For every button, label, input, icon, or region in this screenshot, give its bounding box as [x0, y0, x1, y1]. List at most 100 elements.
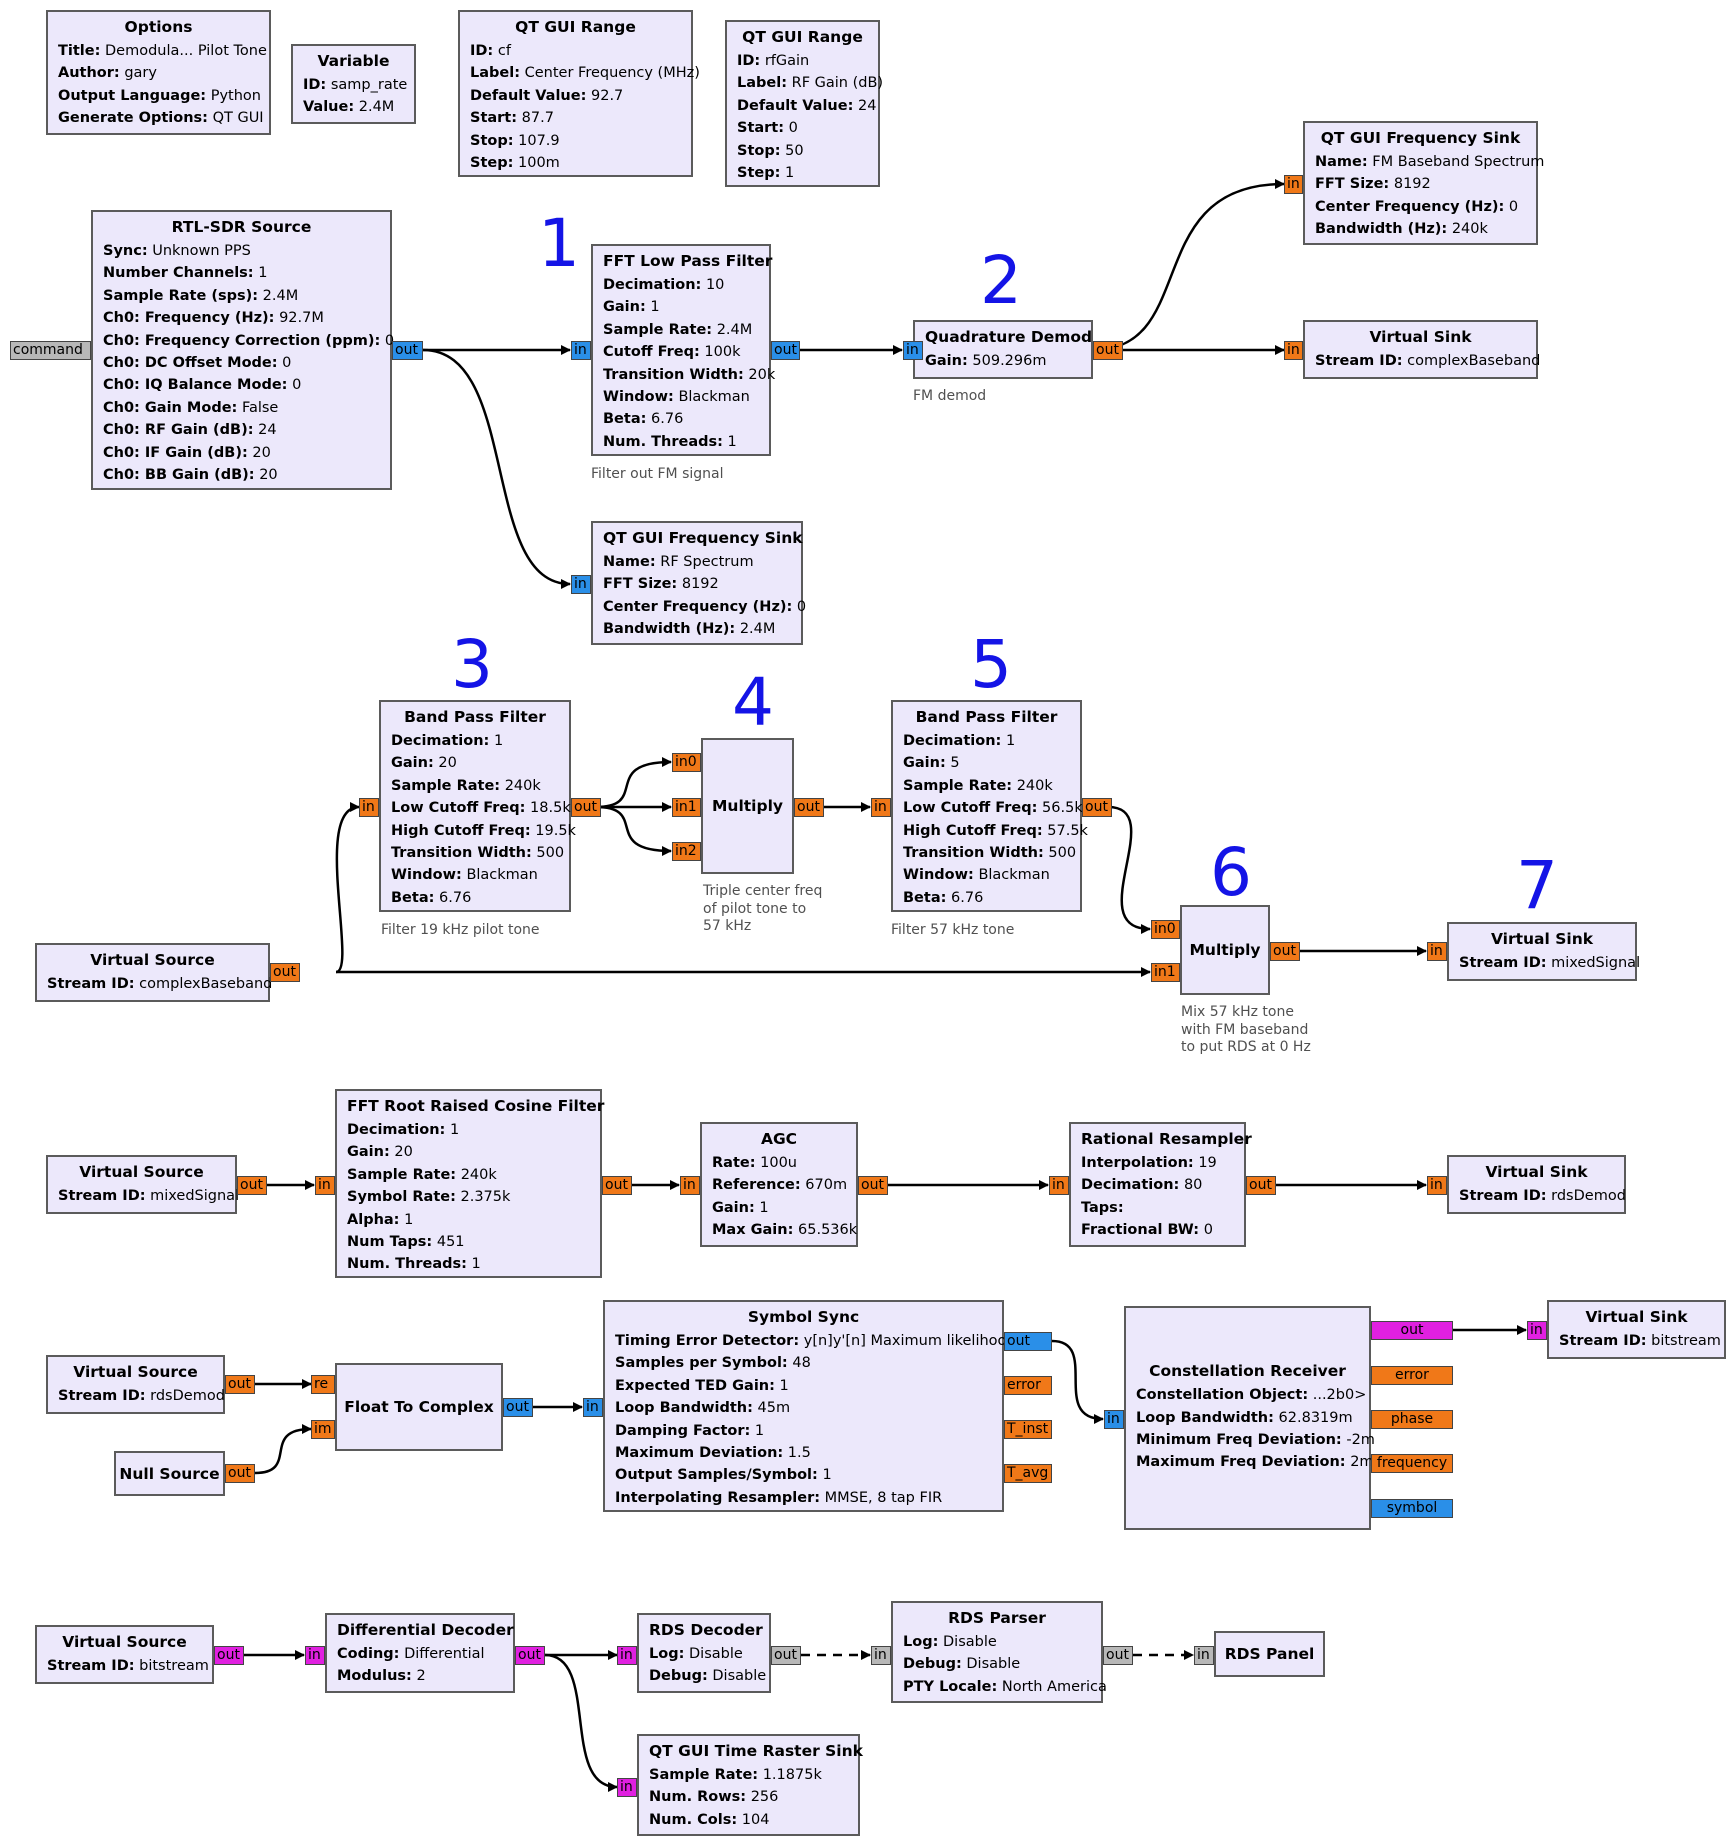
- vsink-bits-in-port[interactable]: in: [1527, 1321, 1547, 1340]
- rrc-in-port[interactable]: in: [315, 1176, 335, 1195]
- vsrc-cb-out-port[interactable]: out: [270, 963, 300, 982]
- null-source-block[interactable]: Null Source: [114, 1451, 225, 1496]
- const-out-port[interactable]: out: [1371, 1321, 1453, 1340]
- vsrc-mixed-out-port[interactable]: out: [237, 1176, 267, 1195]
- command-port[interactable]: command: [10, 341, 91, 360]
- multiply-triple-block[interactable]: Multiply: [701, 738, 794, 874]
- f2c-re-port[interactable]: re: [311, 1375, 335, 1394]
- const-phase-port[interactable]: phase: [1371, 1410, 1453, 1429]
- const-in-port[interactable]: in: [1104, 1410, 1124, 1429]
- mult1-in1-port[interactable]: in1: [672, 798, 701, 817]
- vsink-mixed-in-port[interactable]: in: [1427, 942, 1447, 961]
- float-to-complex-block[interactable]: Float To Complex: [335, 1363, 503, 1451]
- param-value: 100u: [760, 1155, 797, 1171]
- symsync-tavg-port[interactable]: T_avg: [1004, 1464, 1052, 1483]
- rdsdec-out-port[interactable]: out: [771, 1646, 801, 1665]
- resampler-in-port[interactable]: in: [1049, 1176, 1069, 1195]
- block-param: Step: 1: [737, 162, 868, 184]
- rrc-out-port[interactable]: out: [602, 1176, 632, 1195]
- raster-in-port[interactable]: in: [617, 1778, 637, 1797]
- rds-panel-block[interactable]: RDS Panel: [1214, 1631, 1325, 1677]
- agc-in-port[interactable]: in: [680, 1176, 700, 1195]
- null-out-port[interactable]: out: [225, 1464, 255, 1483]
- diffdec-out-port[interactable]: out: [515, 1646, 545, 1665]
- parser-out-port[interactable]: out: [1103, 1646, 1133, 1665]
- const-error-port[interactable]: error: [1371, 1366, 1453, 1385]
- param-value: 56.5k: [1042, 800, 1083, 817]
- block-param: Window: Blackman: [603, 386, 759, 408]
- lpf-in-port[interactable]: in: [571, 341, 591, 360]
- block-title: Differential Decoder: [337, 1621, 514, 1639]
- multiply-mix-block[interactable]: Multiply: [1180, 905, 1270, 995]
- rdsdec-in-port[interactable]: in: [617, 1646, 637, 1665]
- mult1-out-port[interactable]: out: [794, 798, 824, 817]
- const-symbol-port[interactable]: symbol: [1371, 1499, 1453, 1518]
- param-key: Loop Bandwidth:: [1136, 1409, 1274, 1426]
- lpf-out-port[interactable]: out: [771, 341, 800, 360]
- mult2-in1-port[interactable]: in1: [1151, 963, 1180, 982]
- symsync-out-port[interactable]: out: [1004, 1332, 1052, 1351]
- mult2-out-port[interactable]: out: [1270, 942, 1300, 961]
- symsync-in-port[interactable]: in: [583, 1398, 603, 1417]
- bpf2-in-port[interactable]: in: [871, 798, 891, 817]
- demod-in-port[interactable]: in: [903, 341, 923, 360]
- const-frequency-port[interactable]: frequency: [1371, 1454, 1453, 1473]
- vsink-rds-in-port[interactable]: in: [1427, 1176, 1447, 1195]
- vsrc-rds-out-port[interactable]: out: [225, 1375, 255, 1394]
- rfsink-in-port[interactable]: in: [571, 575, 591, 594]
- symsync-tinst-port[interactable]: T_inst: [1004, 1420, 1052, 1439]
- bpf1-out-port[interactable]: out: [571, 798, 601, 817]
- symsync-error-port[interactable]: error: [1004, 1376, 1052, 1395]
- mult1-in0-port[interactable]: in0: [672, 753, 701, 772]
- block-param: Maximum Freq Deviation: 2m: [1136, 1451, 1374, 1473]
- panel-in-port[interactable]: in: [1194, 1646, 1214, 1665]
- agc-out-port[interactable]: out: [858, 1176, 888, 1195]
- diffdec-in-port[interactable]: in: [305, 1646, 325, 1665]
- block-param: Num. Cols: 104: [649, 1809, 848, 1831]
- wire-symsync-to-const: [1051, 1339, 1104, 1424]
- param-value: 0: [788, 120, 798, 137]
- f2c-out-port[interactable]: out: [503, 1398, 533, 1417]
- bpf1-in-port[interactable]: in: [359, 798, 379, 817]
- mult2-in0-port[interactable]: in0: [1151, 920, 1180, 939]
- vsink-cb-in-port[interactable]: in: [1284, 341, 1303, 360]
- rtl-out-port[interactable]: out: [392, 341, 423, 360]
- bpf2-out-port[interactable]: out: [1082, 798, 1112, 817]
- parser-in-port[interactable]: in: [871, 1646, 891, 1665]
- demod-out-port[interactable]: out: [1093, 341, 1123, 360]
- f2c-im-port[interactable]: im: [311, 1420, 335, 1439]
- mult1-in2-port[interactable]: in2: [672, 842, 701, 861]
- bbsink-in-port[interactable]: in: [1284, 175, 1303, 194]
- resampler-out-port[interactable]: out: [1246, 1176, 1276, 1195]
- vsrc-bits-out-port[interactable]: out: [214, 1646, 244, 1665]
- param-key: Maximum Freq Deviation:: [1136, 1454, 1346, 1471]
